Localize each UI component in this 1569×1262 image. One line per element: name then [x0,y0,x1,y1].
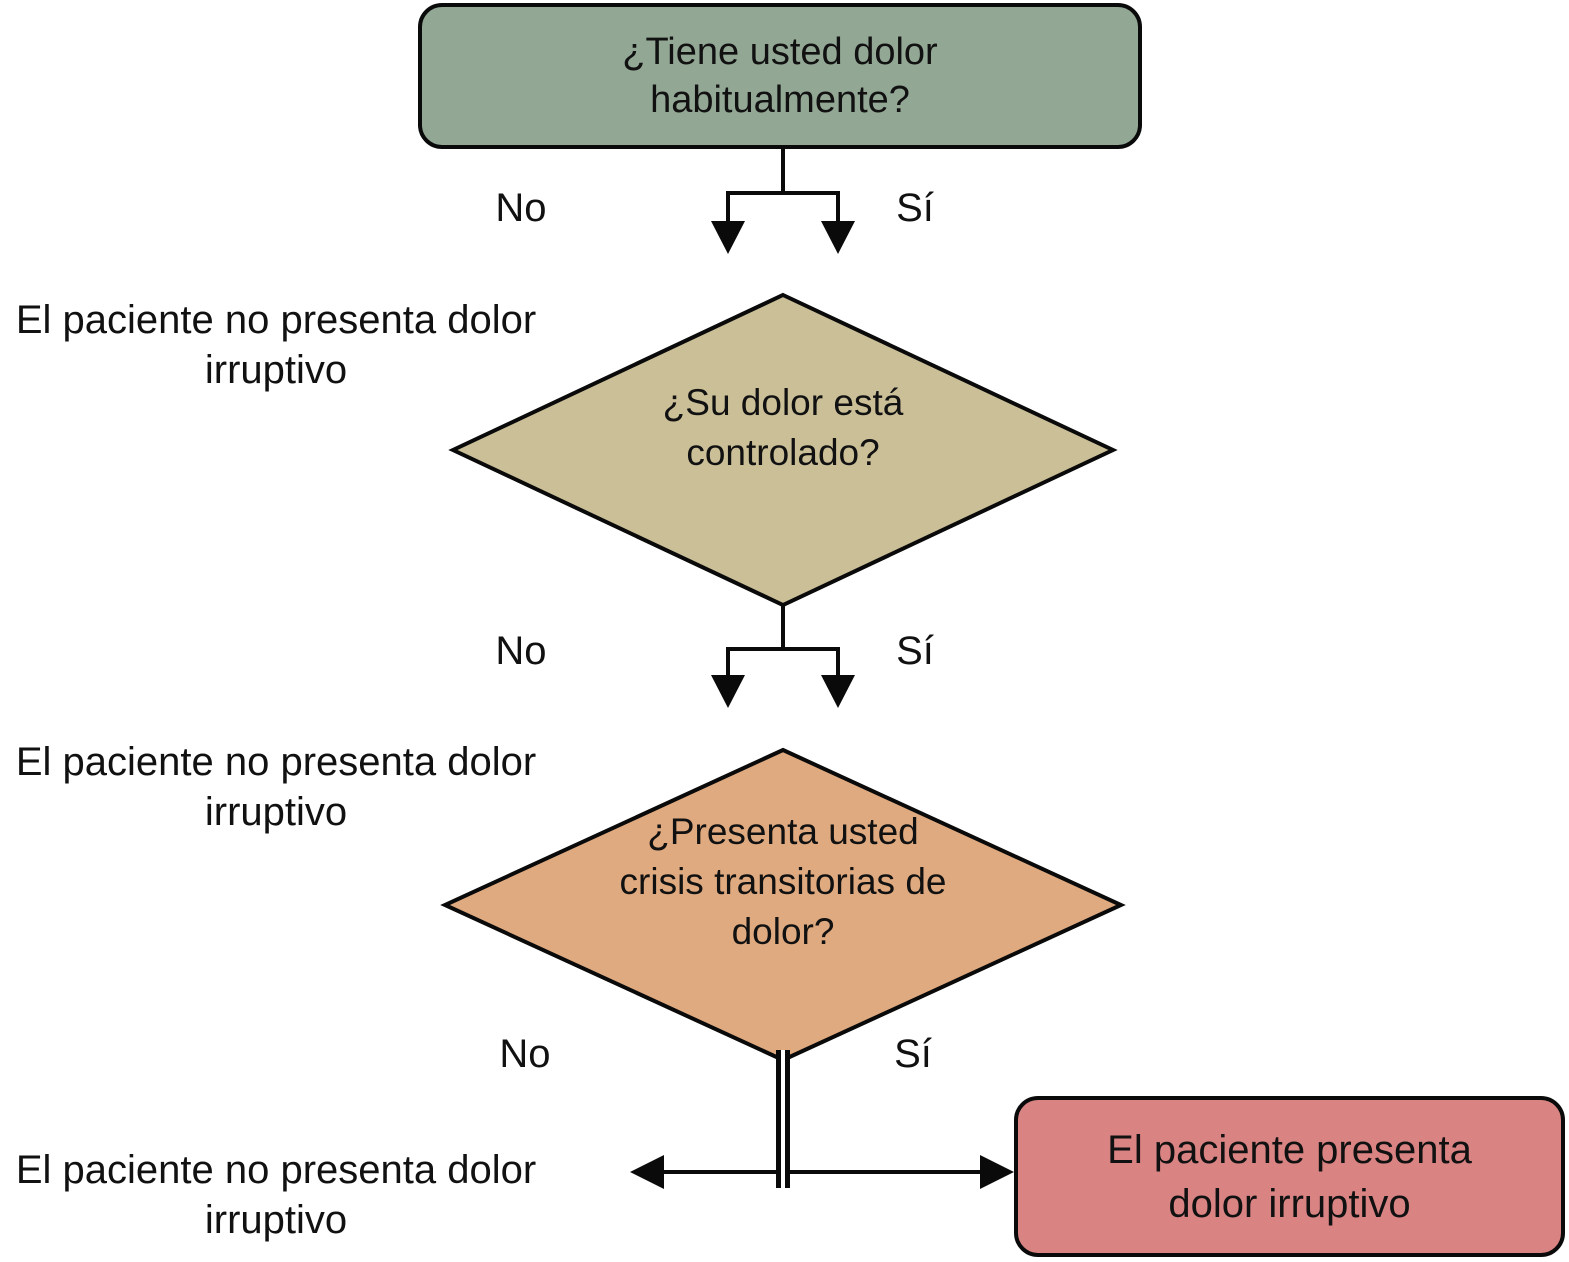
result-box: El paciente presenta dolor irruptivo [1014,1096,1565,1257]
branch3-yes-arrowhead-icon [980,1155,1014,1189]
outcome2-line1: El paciente no presenta dolor [15,740,537,784]
outcome3-line2: irruptivo [204,1198,348,1242]
branch1-no-arrowhead-icon [711,221,745,254]
decision1-line1: ¿Su dolor [662,382,824,423]
result-box-line2: dolor irruptivo [1168,1181,1411,1226]
branch2-no-label: No [495,629,547,673]
outcome1-line1: El paciente no presenta dolor [15,298,537,342]
outcome2-text: El paciente no presenta dolor irruptivo [0,737,552,837]
outcome1-text: El paciente no presenta dolor irruptivo [0,295,552,395]
branch1-no-label: No [495,186,547,230]
branch3-yes-label: Sí [894,1032,932,1076]
outcome2-line2: irruptivo [204,790,348,834]
start-box-line2: habitualmente? [650,79,910,121]
branch1-connector [726,149,840,224]
outcome1-line2: irruptivo [204,348,348,392]
decision2-line2: usted crisis [619,811,919,902]
branch1-yes-arrowhead-icon [821,221,855,254]
decision2-line1: ¿Presenta [647,811,818,852]
decision2-line4: de dolor? [731,861,947,952]
decision1-line3: controlado? [686,432,880,473]
branch2-yes-arrowhead-icon [821,675,855,708]
decision1-text: ¿Su dolor está controlado? [633,378,933,478]
start-box-line1: ¿Tiene usted dolor [622,31,938,73]
branch1-yes-label: Sí [896,186,934,230]
outcome3-line1: El paciente no presenta dolor [15,1148,537,1192]
branch2-yes-label: Sí [896,629,934,673]
branch2-connector [726,605,840,678]
branch3-no-label: No [499,1032,551,1076]
result-box-line1: El paciente presenta [1107,1127,1472,1172]
start-box: ¿Tiene usted dolor habitualmente? [418,3,1142,149]
decision2-line3: transitorias [714,861,896,902]
decision1-line2: está [833,382,904,423]
branch2-no-arrowhead-icon [711,675,745,708]
decision2-text: ¿Presenta usted crisis transitorias de d… [613,807,953,957]
branch3-no-arrowhead-icon [630,1155,664,1189]
outcome3-text: El paciente no presenta dolor irruptivo [0,1145,552,1245]
